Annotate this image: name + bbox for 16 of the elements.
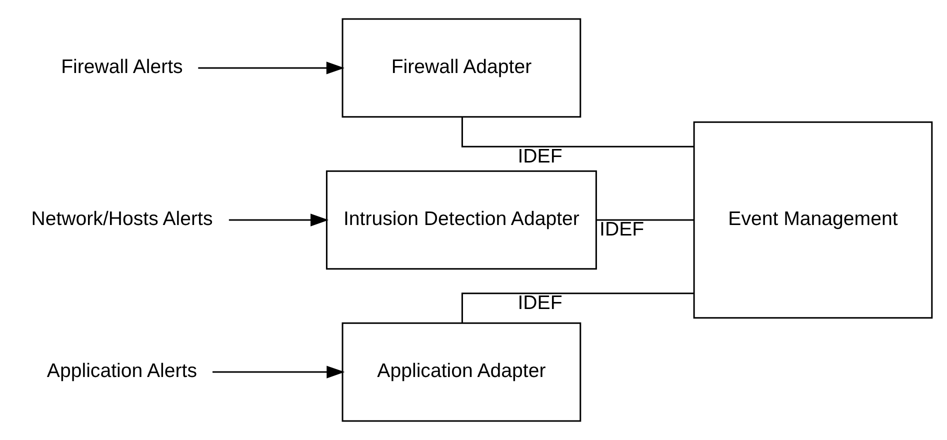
connector	[461, 292, 694, 323]
arrow	[212, 366, 345, 378]
edge-label: IDEF	[518, 145, 562, 168]
node-box: Intrusion Detection Adapter	[326, 170, 597, 270]
connector	[596, 219, 694, 221]
node-text: Firewall Alerts	[61, 56, 183, 78]
node-text: Application Alerts	[46, 360, 198, 382]
node-box: Firewall Adapter	[342, 18, 582, 118]
edge-label: IDEF	[600, 218, 644, 241]
node-box: Event Management	[693, 121, 933, 319]
edge-label: IDEF	[518, 292, 562, 314]
node-text: Network/Hosts Alerts	[31, 208, 213, 230]
node-box: Application Adapter	[342, 322, 582, 422]
connector	[461, 117, 694, 148]
arrow	[198, 62, 344, 74]
arrow	[228, 214, 329, 226]
